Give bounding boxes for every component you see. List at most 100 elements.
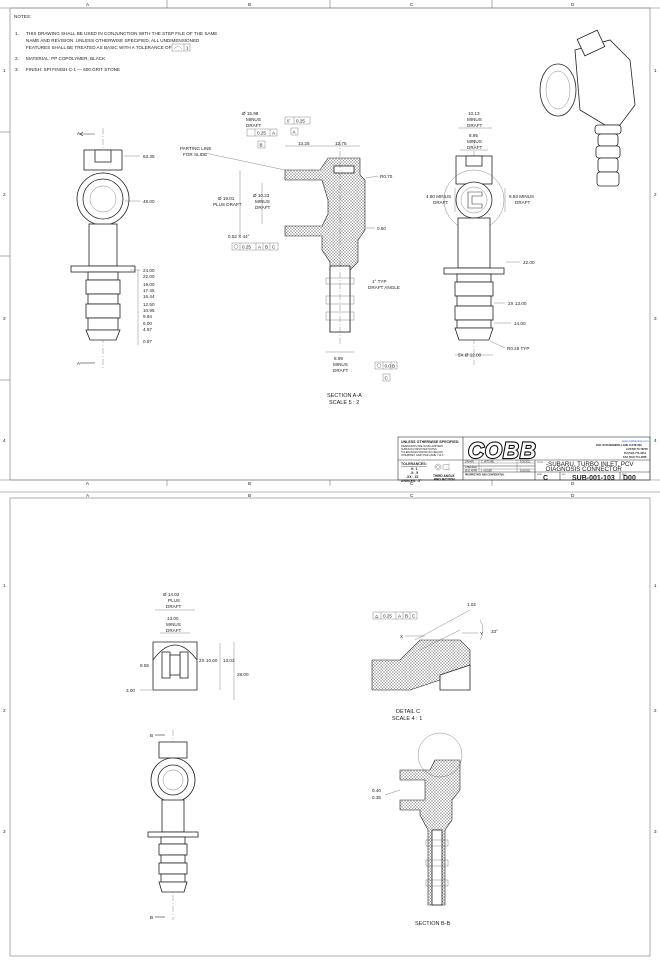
note-1-line-1: THIS DRAWING SHALL BE USED IN CONJUNCTIO… bbox=[26, 31, 217, 36]
note-2-number: 2. bbox=[15, 56, 19, 61]
zone-col-d-bottom: D bbox=[571, 481, 575, 486]
section-a-a-title: SECTION A-A bbox=[327, 393, 362, 399]
company-address: 2311 W RUNDBERG LANE SUITE 800 bbox=[596, 443, 642, 447]
drawing-number-label: NO. bbox=[562, 474, 566, 476]
zone-col-a-sheet2: A bbox=[86, 493, 90, 498]
dim-10-13-draft: DRAFT bbox=[467, 123, 483, 128]
note-1-line-3: FEATURES SHALL BE TREATED AS BASIC WITH … bbox=[26, 45, 172, 50]
sheet-2-border: A B C D 1 2 3 1 2 3 bbox=[0, 491, 660, 957]
drawing-number: SUB-001-103 bbox=[572, 475, 615, 482]
dim-63-35: 63.35 bbox=[143, 154, 155, 159]
dim-13-00-minus: MINUS bbox=[166, 622, 181, 627]
fcf-position-datum-b: B bbox=[265, 245, 268, 250]
section-a-a-scale: SCALE 5 : 2 bbox=[329, 400, 359, 406]
dim-33-deg: 33° bbox=[491, 629, 498, 634]
zone-col-b-sheet2: B bbox=[248, 493, 251, 498]
third-angle-projection-icon bbox=[434, 463, 450, 471]
title-label: TITLE bbox=[537, 462, 543, 464]
dim-4-80: 4.80 MINUS bbox=[426, 194, 451, 199]
profile-of-surface-icon: ⌓ bbox=[375, 614, 379, 619]
front-view-stack-dims: 24.00 22.00 19.00 17.45 16.44 12.50 10.9… bbox=[130, 268, 155, 345]
dim-8-95-minus: MINUS bbox=[467, 139, 482, 144]
zone-col-c: C bbox=[410, 2, 414, 7]
dim-6-00: 6.00 bbox=[143, 321, 152, 326]
dim-dia-15-98-draft: DRAFT bbox=[246, 123, 262, 128]
dim-13-00-draft: DRAFT bbox=[166, 628, 182, 633]
fcf-circularity-value: 0.0 bbox=[385, 364, 392, 369]
unless-line-4: INTERPRET GD&T PER ASME Y14.5 bbox=[401, 454, 444, 457]
dim-14-00: 14.00 bbox=[514, 321, 526, 326]
parting-line-label-1: PARTING LINE bbox=[180, 146, 211, 151]
sheet-size: C bbox=[543, 475, 548, 482]
parallelism-icon: // bbox=[287, 119, 290, 124]
zone-col-a: A bbox=[86, 2, 90, 7]
tolerance-x-x: .X: .5 bbox=[410, 471, 418, 475]
fcf-position-datum-a: A bbox=[258, 245, 262, 250]
detail-c-fcf-value: 0.25 bbox=[383, 614, 392, 619]
company-website: www.cobbtuning.com bbox=[622, 439, 649, 443]
fcf-flatness-datum: A bbox=[272, 131, 276, 136]
profile-of-surface-icon bbox=[173, 46, 183, 50]
checked-date: - bbox=[520, 466, 521, 469]
dim-chamfer: 0.52 X 44° bbox=[228, 234, 250, 239]
datum-a-box bbox=[290, 127, 299, 136]
zone-row-1-right-sheet2: 1 bbox=[654, 583, 657, 588]
dim-10-13-minus: MINUS bbox=[467, 117, 482, 122]
zone-row-3: 3 bbox=[3, 316, 6, 321]
zone-row-1-sheet2: 1 bbox=[3, 583, 6, 588]
dim-dia-14-02-plus: PLUS bbox=[168, 598, 180, 603]
title-block: UNLESS OTHERWISE SPECIFIED: DIMENSIONS A… bbox=[397, 436, 651, 483]
datum-c-label: C bbox=[385, 376, 389, 381]
fcf-parallelism-value: 0.25 bbox=[296, 119, 305, 124]
dim-dia-15-98-minus: MINUS bbox=[246, 117, 261, 122]
dim-6-93: 6.93 MINUS bbox=[509, 194, 534, 199]
fcf-position-value: 0.25 bbox=[242, 245, 251, 250]
section-b-b: 0.40 0.35 SECTION B-B bbox=[372, 732, 463, 927]
zone-row-3-sheet2: 3 bbox=[3, 829, 6, 834]
dim-r0-25: R0.25 TYP bbox=[507, 346, 529, 351]
side-view: 10.13 MINUS DRAFT 8.95 MINUS DRAFT 4.80 … bbox=[426, 111, 535, 365]
zone-row-4-right: 4 bbox=[654, 438, 657, 443]
dim-12-75: 12.75 bbox=[335, 141, 347, 146]
section-arrow-a-top: A bbox=[77, 131, 81, 136]
zone-row-4: 4 bbox=[3, 438, 6, 443]
dim-dia-19-01: Ø 19.01 bbox=[218, 196, 235, 201]
dim-8-95: 8.95 bbox=[469, 133, 478, 138]
fcf-flatness-value: 0.25 bbox=[257, 131, 266, 136]
fcf-parallelism bbox=[284, 116, 311, 125]
tolerance-x-xx: .XX: .15 bbox=[406, 475, 418, 479]
dim-8-55: 8.55 bbox=[140, 663, 149, 668]
note-3-number: 3. bbox=[15, 67, 19, 72]
dim-17-45: 17.45 bbox=[143, 288, 155, 293]
checked-label: CHECKED bbox=[465, 466, 477, 469]
note-1-tolerance: 1 bbox=[186, 46, 189, 51]
note-1-number: 1. bbox=[15, 31, 19, 36]
zone-row-2: 2 bbox=[3, 192, 6, 197]
detail-c-y-label: Y bbox=[480, 631, 483, 636]
position-icon bbox=[233, 244, 239, 249]
dim-5x-dia-12: 5X Ø 12.00 bbox=[458, 353, 482, 358]
dim-4-80-draft: DRAFT bbox=[433, 200, 449, 205]
drawing-title-line-2: DIAGNOSIS CONNECTOR bbox=[546, 466, 622, 473]
proprietary-notice: PROPRIETARY AND CONFIDENTIAL bbox=[465, 474, 505, 477]
zone-row-2-sheet2: 2 bbox=[3, 708, 6, 713]
dim-r0-70: R0.70 bbox=[380, 174, 393, 179]
projection-label-2: PROJECTION bbox=[434, 478, 455, 482]
cobb-logo-emboss-icon bbox=[467, 191, 483, 209]
isometric-view bbox=[539, 29, 636, 187]
detail-c-datum-a: A bbox=[398, 614, 402, 619]
datum-c-box bbox=[382, 373, 391, 382]
zone-row-1-right: 1 bbox=[654, 68, 657, 73]
zone-col-d: D bbox=[571, 2, 575, 7]
notes-title: NOTES: bbox=[14, 14, 31, 19]
cobb-logo: COBB bbox=[467, 437, 537, 464]
dim-dia-15-98: Ø 15.98 bbox=[242, 111, 259, 116]
parting-line-label-2: FOR SLIDE bbox=[183, 152, 207, 157]
note-2-text: MATERIAL: PP COPOLYMER, BLACK bbox=[26, 56, 106, 61]
section-arrow-b-bottom: B bbox=[150, 915, 153, 920]
datum-a-label: A bbox=[293, 130, 297, 135]
note-1-line-2: NAME AND REVISION. UNLESS OTHERWISE SPEC… bbox=[26, 38, 200, 43]
dim-8-95-draft: DRAFT bbox=[467, 145, 483, 150]
front-view-sheet-2: B B bbox=[147, 730, 199, 920]
dim-10-95: 10.95 bbox=[143, 308, 155, 313]
